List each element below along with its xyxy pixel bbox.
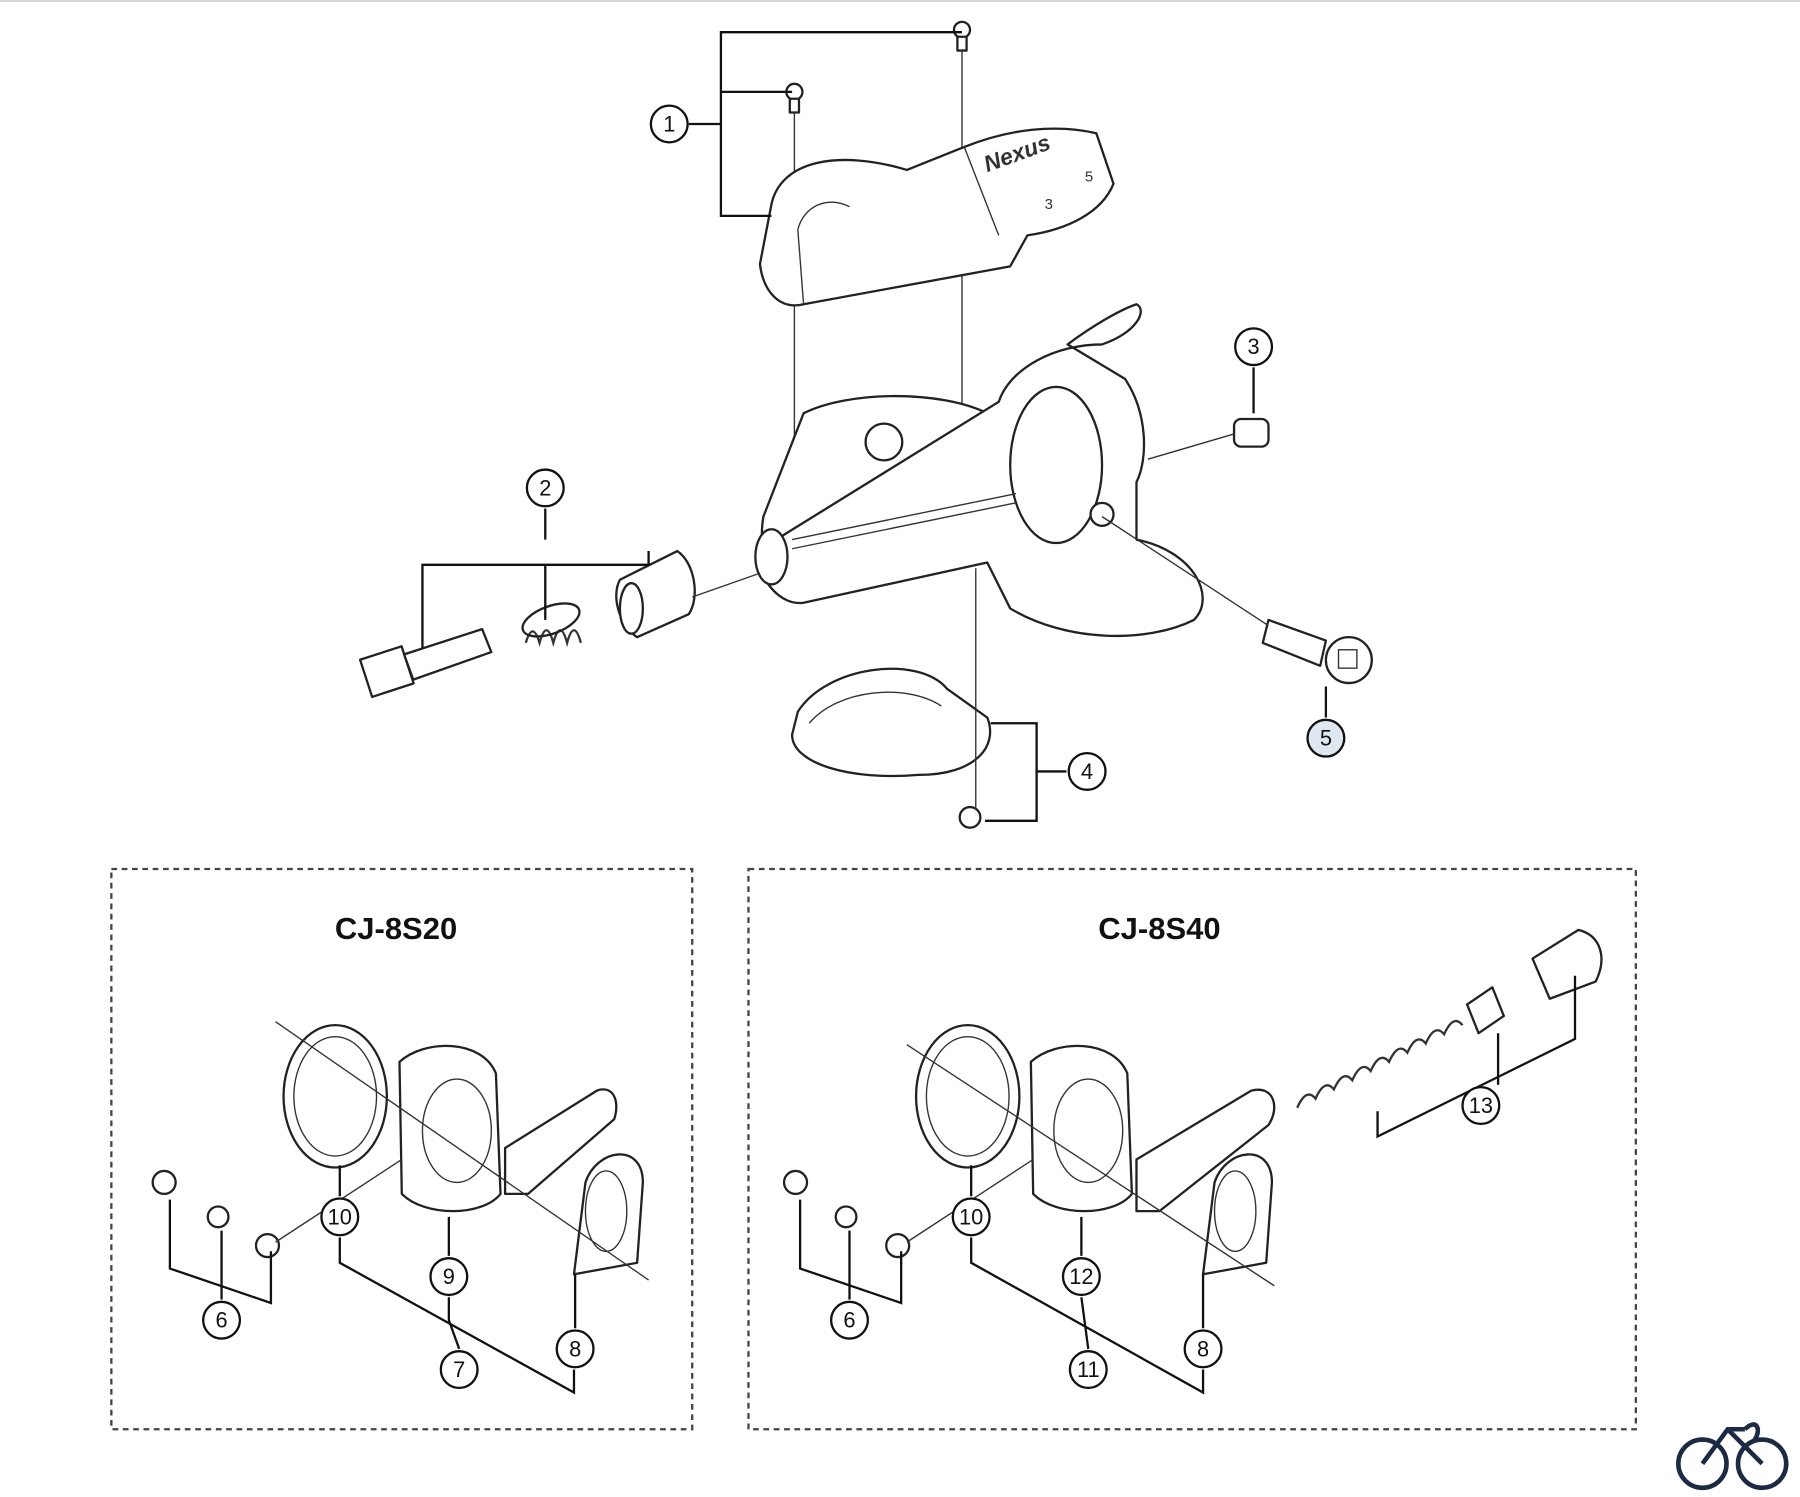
adjuster-barrel xyxy=(615,549,696,639)
top-border xyxy=(0,0,1800,2)
callout-6: 6 xyxy=(202,1300,242,1340)
cover-screw-left xyxy=(785,82,804,114)
svg-text:4: 4 xyxy=(1081,759,1093,784)
svg-text:11: 11 xyxy=(1077,1357,1100,1382)
adjuster-spring xyxy=(521,602,582,648)
bicycle-logo-icon xyxy=(1676,1422,1789,1491)
panel-title: CJ-8S20 xyxy=(335,911,457,946)
panel-cj-8s20: CJ-8S20 6 10 9 7 8 xyxy=(110,867,694,1431)
callout-5: 5 xyxy=(1306,718,1346,758)
svg-text:5: 5 xyxy=(1320,726,1332,751)
svg-text:8: 8 xyxy=(569,1336,581,1361)
callout-6: 6 xyxy=(829,1300,870,1340)
callout-10: 10 xyxy=(320,1197,360,1237)
svg-text:3: 3 xyxy=(1248,334,1260,359)
callout-9: 9 xyxy=(429,1257,469,1297)
callout-2: 2 xyxy=(525,468,565,508)
gear-mark-3: 3 xyxy=(1045,196,1053,213)
plug xyxy=(1232,417,1270,448)
cable-end xyxy=(1465,986,1505,1035)
callout-8: 8 xyxy=(555,1329,595,1369)
bottom-cover xyxy=(790,667,992,829)
svg-text:7: 7 xyxy=(453,1357,465,1382)
svg-text:12: 12 xyxy=(1069,1264,1093,1289)
adjuster-bolt xyxy=(358,627,493,699)
callout-13: 13 xyxy=(1461,1086,1501,1126)
svg-text:10: 10 xyxy=(328,1204,352,1229)
panel-title: CJ-8S40 xyxy=(1098,911,1220,946)
top-cover: Nexus 3 5 xyxy=(758,127,1115,307)
panel-cj-8s40: CJ-8S40 6 10 12 11 8 13 xyxy=(747,867,1637,1431)
gear-mark-5: 5 xyxy=(1085,168,1093,185)
callout-1: 1 xyxy=(649,104,689,144)
svg-text:10: 10 xyxy=(959,1204,983,1229)
svg-text:6: 6 xyxy=(843,1308,855,1333)
cable-nut xyxy=(1531,928,1603,1000)
svg-text:1: 1 xyxy=(663,112,675,137)
svg-text:6: 6 xyxy=(215,1308,227,1333)
clamp-bolt xyxy=(1261,618,1373,685)
svg-text:2: 2 xyxy=(539,475,551,500)
shifter-body xyxy=(754,303,1204,638)
callout-4: 4 xyxy=(1067,751,1107,791)
ratchet-unit xyxy=(398,1044,502,1213)
svg-text:13: 13 xyxy=(1469,1093,1493,1118)
callout-3: 3 xyxy=(1234,327,1274,367)
seal-ring xyxy=(282,1024,389,1169)
callout-7: 7 xyxy=(439,1350,479,1390)
clamp-band xyxy=(572,1153,645,1276)
cover-screw-right xyxy=(952,20,972,52)
callout-12: 12 xyxy=(1061,1257,1101,1297)
main-assembly: Nexus 3 5 xyxy=(358,20,1373,829)
callout-8: 8 xyxy=(1183,1329,1223,1369)
svg-text:9: 9 xyxy=(443,1264,455,1289)
callout-11: 11 xyxy=(1068,1350,1108,1390)
svg-text:8: 8 xyxy=(1197,1336,1209,1361)
callout-10: 10 xyxy=(951,1197,991,1237)
